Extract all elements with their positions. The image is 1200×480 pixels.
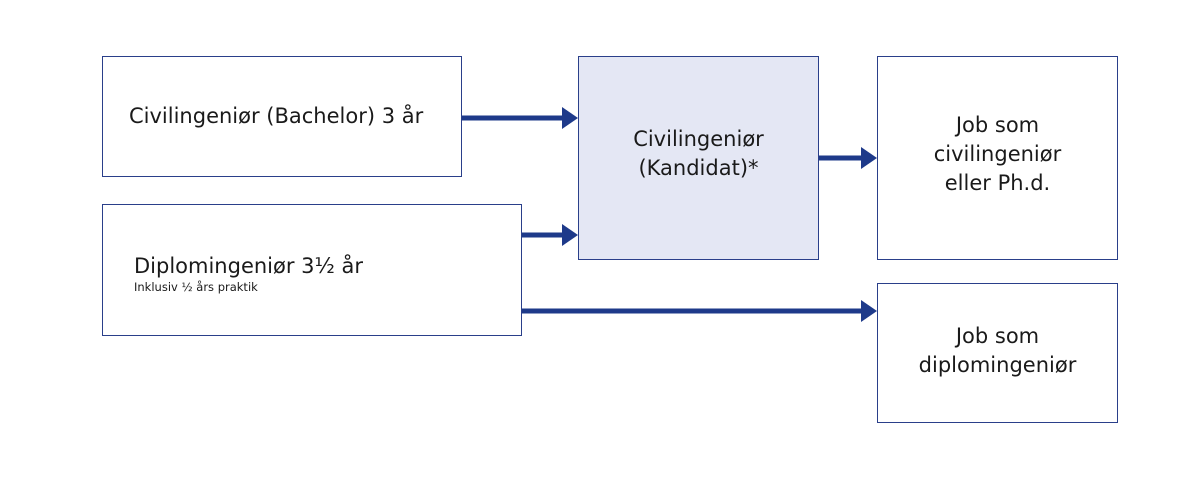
bachelor-label: Civilingeniør (Bachelor) 3 år	[129, 104, 424, 128]
job-diplom-line1: Job som	[955, 324, 1040, 348]
job-civil-line3: eller Ph.d.	[944, 170, 1051, 195]
job-civil-content: Job som civilingeniør eller Ph.d.	[934, 111, 1062, 198]
bachelor-box: Civilingeniør (Bachelor) 3 år	[102, 56, 462, 177]
job-civil-box: Job som civilingeniør eller Ph.d.	[877, 56, 1118, 260]
diplom-box: Diplomingeniør 3½ år Inklusiv ½ års prak…	[102, 204, 522, 336]
arrow-kandidat-to-job-civil	[819, 147, 877, 169]
arrow-diplom-to-job-diplom	[522, 300, 877, 322]
diplom-sublabel: Inklusiv ½ års praktik	[134, 280, 258, 294]
job-civil-line1: Job som	[955, 112, 1040, 137]
diplom-content: Diplomingeniør 3½ år Inklusiv ½ års prak…	[134, 252, 363, 294]
diplom-label: Diplomingeniør 3½ år	[134, 254, 364, 278]
arrow-diplom-to-kandidat	[522, 224, 578, 246]
job-diplom-line2: diplomingeniør	[918, 353, 1077, 377]
job-diplom-box: Job som diplomingeniør	[877, 283, 1118, 423]
job-diplom-content: Job som diplomingeniør	[919, 322, 1077, 380]
kandidat-content: Civilingeniør (Kandidat)*	[633, 125, 764, 183]
job-civil-line2: civilingeniør	[933, 141, 1062, 166]
arrow-bachelor-to-kandidat	[462, 107, 578, 129]
kandidat-line1: Civilingeniør	[633, 127, 764, 151]
kandidat-box: Civilingeniør (Kandidat)*	[578, 56, 819, 260]
kandidat-line2: (Kandidat)*	[638, 156, 759, 180]
